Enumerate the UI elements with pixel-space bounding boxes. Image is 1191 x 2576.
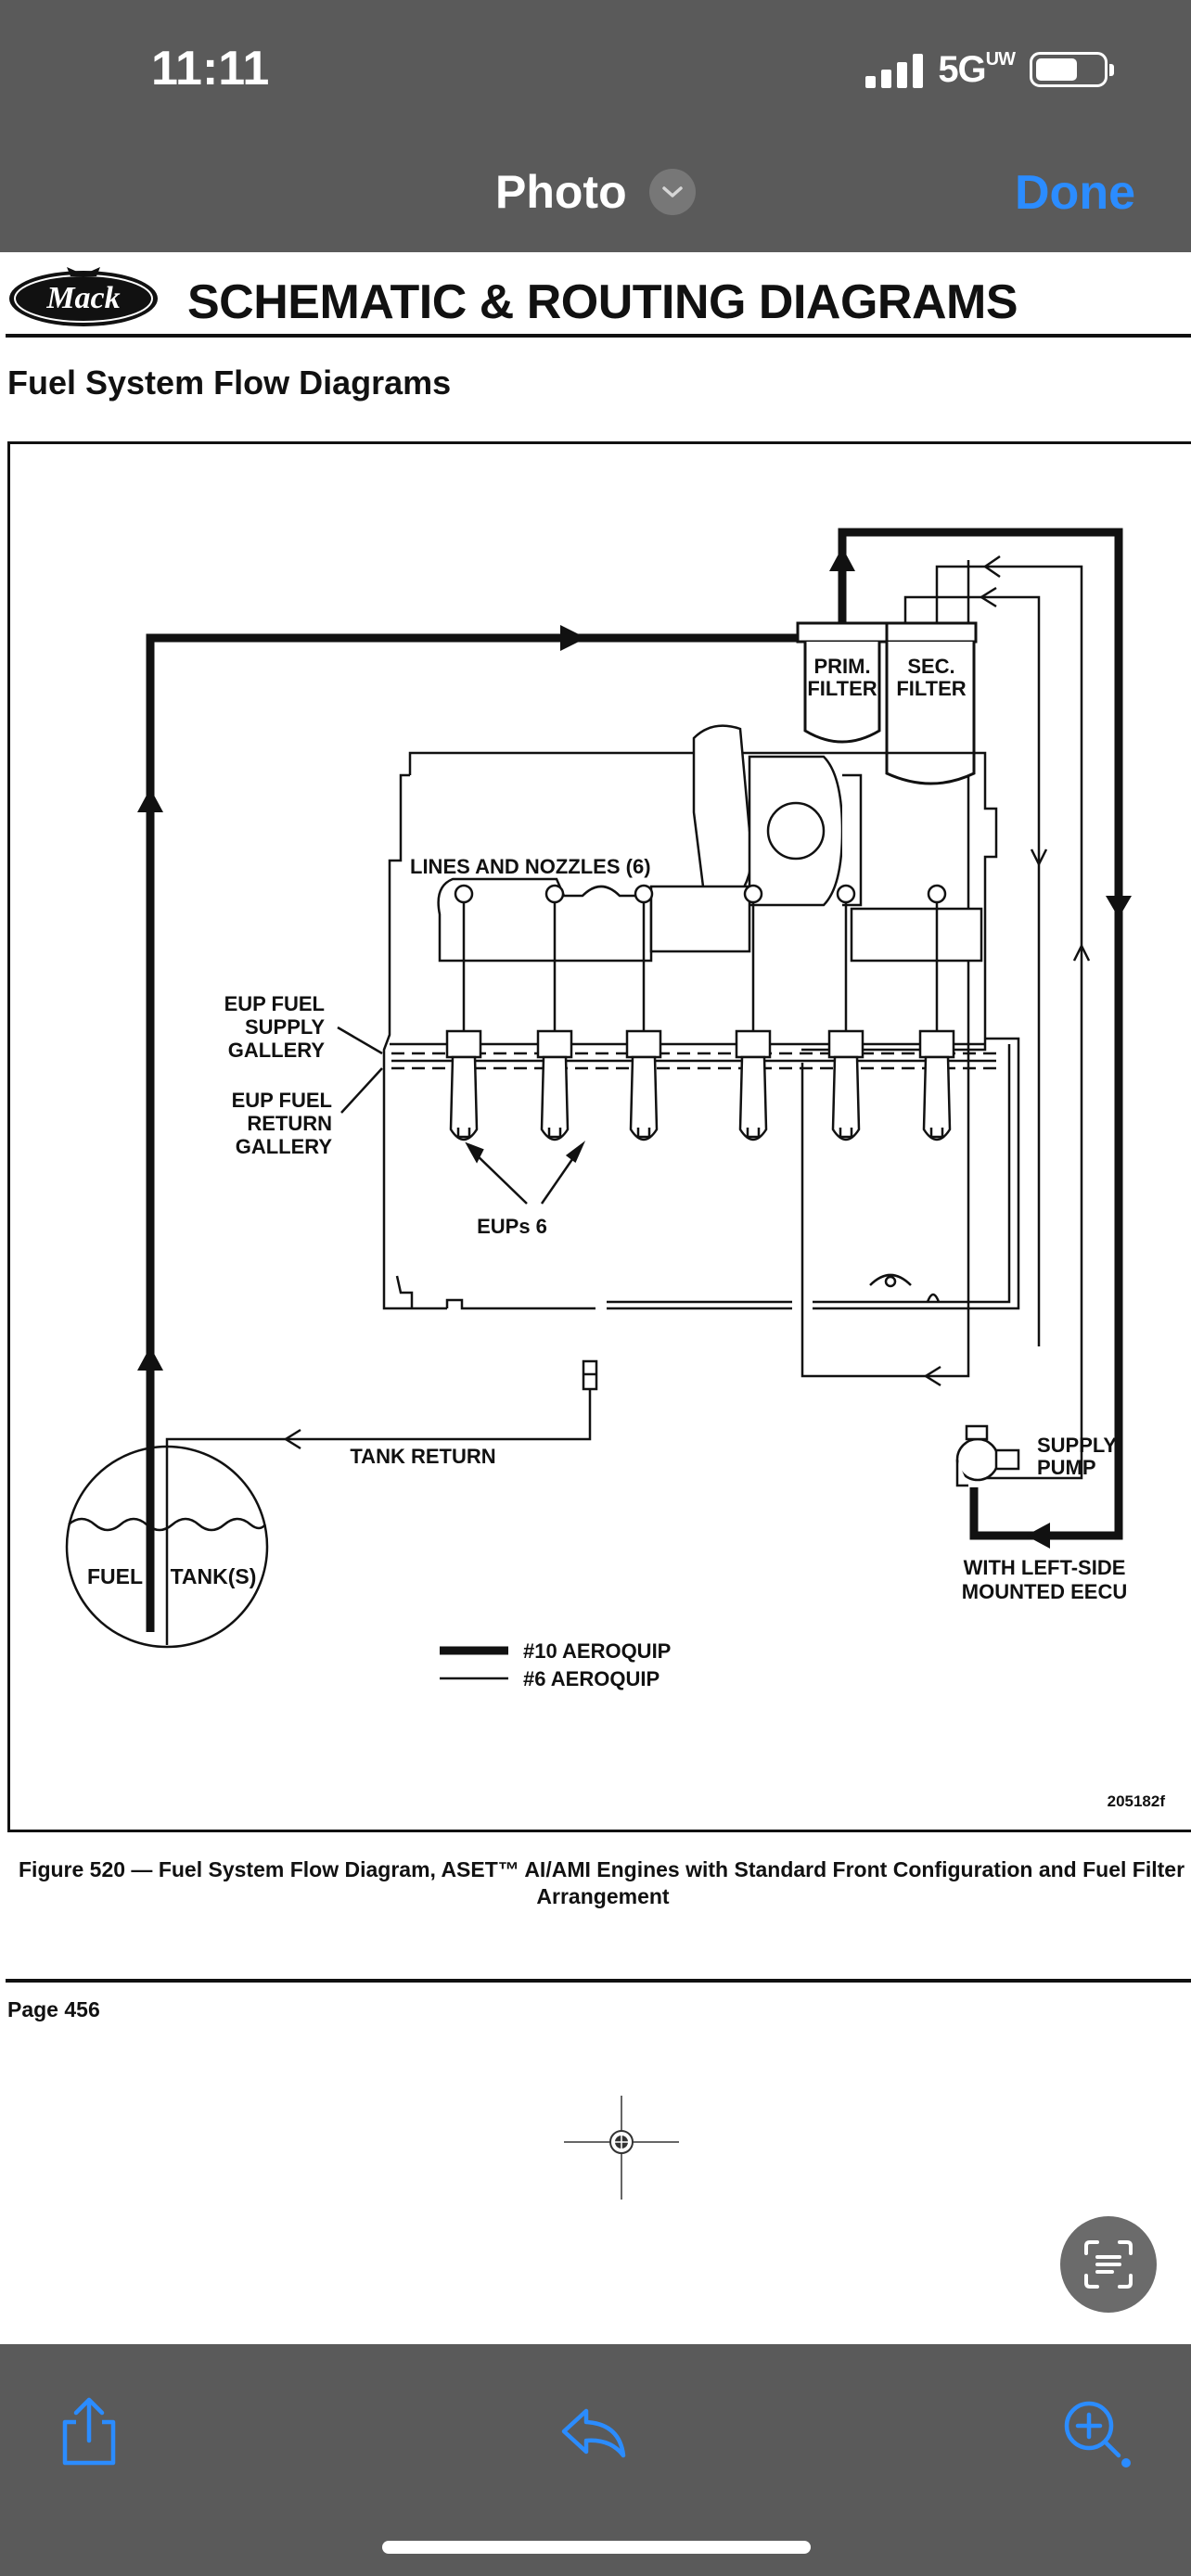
legend: #10 AEROQUIP #6 AEROQUIP	[440, 1639, 671, 1690]
page-number: Page 456	[7, 1997, 100, 2021]
doc-title: SCHEMATIC & ROUTING DIAGRAMS	[187, 275, 1018, 329]
label-fuel: FUEL	[87, 1564, 143, 1588]
fuel-flow-diagram: PRIM. FILTER SEC. FILTER	[65, 528, 1166, 1810]
reply-icon[interactable]	[557, 2394, 631, 2468]
label-eecu-1: WITH LEFT-SIDE	[964, 1556, 1126, 1579]
label-eecu-2: MOUNTED EECU	[962, 1580, 1127, 1603]
label-supply-pump-1: SUPPLY	[1037, 1434, 1117, 1457]
header-divider	[6, 334, 1191, 338]
label-eup-return-2: RETURN	[247, 1112, 332, 1135]
engine-block	[382, 751, 1020, 1310]
status-bar: 11:11 5GUW	[0, 0, 1191, 130]
nav-title: Photo	[495, 166, 627, 218]
done-button[interactable]: Done	[1015, 166, 1135, 220]
label-eup-return-1: EUP FUEL	[232, 1089, 332, 1112]
figure-caption: Figure 520 — Fuel System Flow Diagram, A…	[19, 1856, 1187, 1910]
status-time: 11:11	[151, 42, 270, 96]
label-eups: EUPs 6	[477, 1215, 547, 1238]
legend-thin-label: #6 AEROQUIP	[523, 1667, 660, 1690]
manifold-turbo	[437, 724, 983, 963]
flow-arrows-thick	[137, 547, 1132, 1549]
label-eup-supply-2: SUPPLY	[245, 1015, 325, 1039]
battery-icon	[1030, 52, 1114, 87]
fuel-tank	[65, 1445, 269, 1649]
zoom-in-icon[interactable]	[1057, 2394, 1132, 2468]
share-icon[interactable]	[52, 2394, 126, 2468]
label-eup-supply-3: GALLERY	[228, 1039, 326, 1062]
label-prim-filter-2: FILTER	[807, 677, 877, 700]
status-icons: 5GUW	[865, 48, 1114, 91]
label-eup-return-3: GALLERY	[236, 1135, 333, 1158]
cellular-signal-icon	[865, 51, 924, 88]
chevron-down-icon[interactable]	[648, 169, 696, 215]
network-superscript: UW	[985, 48, 1016, 70]
return-check-valve	[582, 1359, 598, 1391]
flow-arrows-thin	[283, 555, 1091, 1450]
page-divider	[6, 1979, 1191, 1983]
label-sec-filter-2: FILTER	[896, 677, 966, 700]
nav-bar: Photo Done	[0, 130, 1191, 252]
supply-pump	[955, 1424, 1020, 1487]
mack-logo: Mack	[9, 267, 158, 326]
sensor-symbol	[869, 1273, 941, 1303]
live-text-button[interactable]	[1060, 2216, 1157, 2313]
label-eup-supply-1: EUP FUEL	[224, 992, 325, 1015]
crosshair-icon	[564, 2096, 679, 2200]
label-supply-pump-2: PUMP	[1037, 1456, 1096, 1479]
figure-id: 205182f	[1108, 1792, 1166, 1810]
leader-lines	[337, 1026, 586, 1205]
network-indicator: 5GUW	[938, 48, 1016, 91]
document-page: Mack SCHEMATIC & ROUTING DIAGRAMS Fuel S…	[0, 252, 1191, 2344]
section-title: Fuel System Flow Diagrams	[7, 363, 452, 402]
nav-title-menu[interactable]: Photo	[495, 165, 696, 219]
caption-line-1: Figure 520 — Fuel System Flow Diagram, A…	[19, 1857, 1185, 1881]
injectors	[445, 884, 955, 1141]
label-prim-filter-1: PRIM.	[813, 655, 870, 678]
label-sec-filter-1: SEC.	[907, 655, 954, 678]
caption-line-2: Arrangement	[536, 1884, 670, 1908]
live-text-icon	[1084, 2240, 1133, 2289]
label-lines-nozzles: LINES AND NOZZLES (6)	[410, 855, 651, 878]
doc-header: Mack SCHEMATIC & ROUTING DIAGRAMS	[0, 252, 1191, 338]
secondary-filter	[885, 621, 978, 785]
bottom-toolbar	[0, 2344, 1191, 2576]
label-tank-return: TANK RETURN	[350, 1445, 495, 1468]
home-indicator	[382, 2541, 811, 2554]
logo-text: Mack	[45, 281, 120, 315]
legend-thick-label: #10 AEROQUIP	[523, 1639, 671, 1663]
label-tanks: TANK(S)	[171, 1564, 257, 1588]
figure-frame	[7, 441, 1191, 1832]
network-type: 5G	[938, 48, 986, 90]
primary-filter	[796, 621, 889, 744]
